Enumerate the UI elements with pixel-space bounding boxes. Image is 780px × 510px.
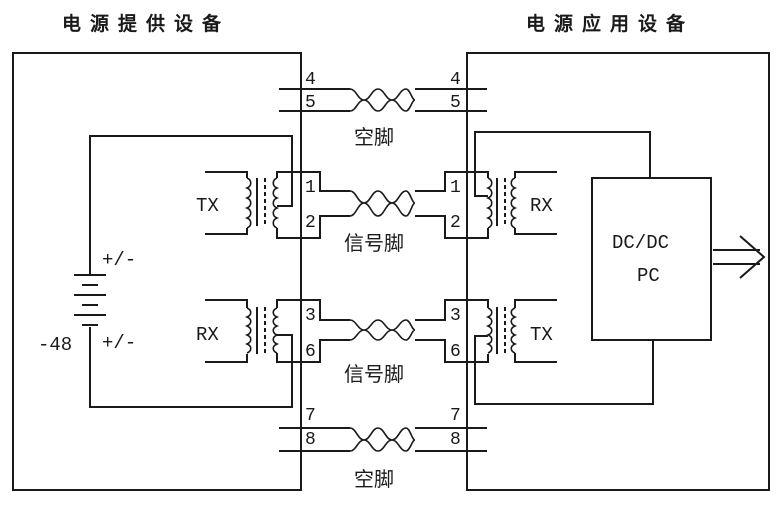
transformer-label: TX [196,195,219,217]
coil-icon [510,177,518,229]
coil-icon [244,307,252,354]
twisted-pair-icon [349,319,416,341]
pse-tx-transformer: TX [196,171,282,239]
pse-rx-transformer: RX [196,299,282,363]
coil-icon [485,177,493,229]
pin-label: 1 [305,178,316,198]
converter-line2: PC [637,265,660,287]
pair-label: 信号脚 [344,231,404,255]
coil-icon [272,307,280,354]
transformer-label: TX [530,324,553,346]
double-arrow-right-icon [713,235,766,279]
twisted-pair-icon [349,190,416,217]
twisted-pair-icon [349,88,416,112]
pd-box [466,52,770,491]
title-power-sourcing-equipment: 电源提供设备 [62,12,230,35]
converter-line1: DC/DC [612,232,669,254]
dcdc-box [591,177,712,341]
battery-circuit: +/- +/- -48 [38,135,293,408]
coil-icon [272,177,280,229]
pair-7-8: 7 8 7 8 空脚 [279,406,487,491]
coil-icon [510,307,518,354]
polarity-bottom: +/- [102,332,136,354]
battery-icon [74,274,106,326]
pin-label: 6 [305,342,316,362]
pd-tx-transformer: TX [484,299,557,363]
dcdc-converter: DC/DC PC [474,131,766,405]
pin-label: 3 [305,306,316,326]
battery-voltage: -48 [38,334,72,356]
coil-icon [485,307,493,354]
transformer-label: RX [196,324,219,346]
pair-3-6: 3 6 3 6 信号脚 [279,299,487,386]
pair-label: 空脚 [354,467,394,491]
title-powered-device: 电源应用设备 [526,12,694,35]
pair-4-5: 4 5 4 5 空脚 [279,70,487,149]
polarity-top: +/- [102,249,136,271]
pd-rx-transformer: RX [484,171,557,239]
pin-label: 7 [450,406,461,426]
pin-label: 1 [450,178,461,198]
pair-1-2: 1 2 1 2 信号脚 [279,171,487,255]
pin-label: 8 [450,430,461,450]
coil-icon [244,177,252,229]
transformer-label: RX [530,195,553,217]
pin-label: 4 [450,70,461,90]
pin-label: 5 [305,93,316,113]
pin-label: 8 [305,430,316,450]
pair-label: 信号脚 [344,362,404,386]
pin-label: 6 [450,342,461,362]
pair-label: 空脚 [354,125,394,149]
pin-label: 5 [450,93,461,113]
pin-label: 2 [305,213,316,233]
pin-label: 3 [450,306,461,326]
twisted-pair-icon [349,427,416,452]
pin-label: 4 [305,70,316,90]
pin-label: 2 [450,213,461,233]
pin-label: 7 [305,406,316,426]
pse-box [12,52,302,491]
